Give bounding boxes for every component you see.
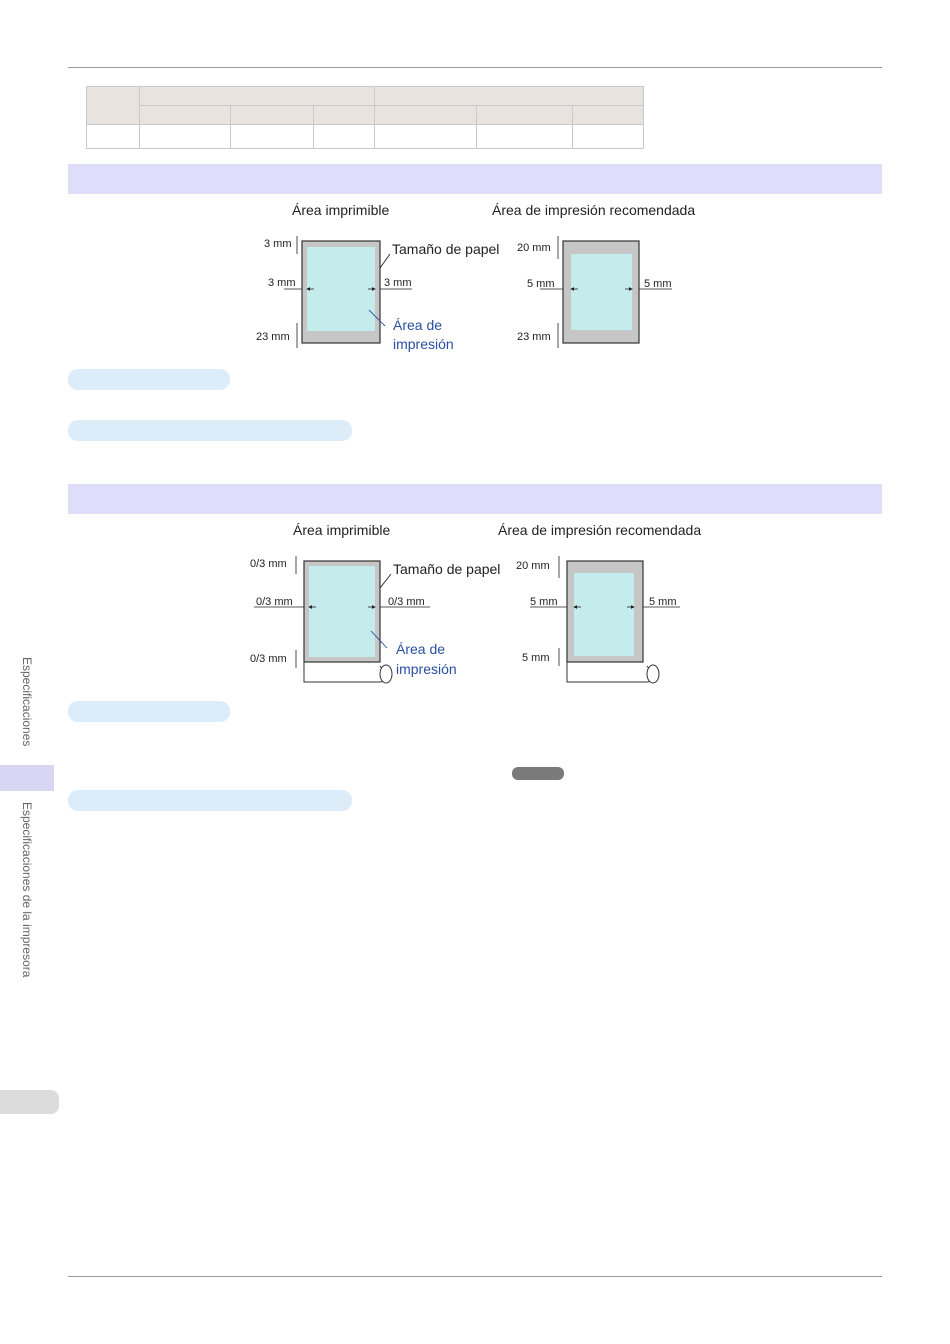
margin-bottom-label: 0/3 mm <box>250 653 287 665</box>
margin-right-label: 5 mm <box>649 596 677 608</box>
print-area <box>309 566 375 657</box>
footer-rule <box>68 1276 882 1277</box>
table-cell <box>374 124 477 149</box>
margin-bottom-label: 5 mm <box>522 652 550 664</box>
table-cell <box>230 124 314 149</box>
sidebar-subsection-label[interactable]: Especificaciones de la impresora <box>20 802 34 978</box>
leader-line <box>379 573 392 589</box>
margin-right-label: 3 mm <box>384 277 412 289</box>
table-subheader-cell <box>230 105 314 125</box>
table-subheader-cell <box>374 105 477 125</box>
print-area-label: Área de <box>393 317 442 333</box>
table-subheader-cell <box>572 105 644 125</box>
subheading-pill <box>68 369 230 390</box>
table-cell <box>313 124 375 149</box>
subheading-pill <box>68 701 230 722</box>
roll-core <box>379 664 393 684</box>
table-header-cell <box>86 86 140 125</box>
margin-left-label: 5 mm <box>530 596 558 608</box>
margin-left-label: 0/3 mm <box>256 596 293 608</box>
margin-bottom-label: 23 mm <box>256 331 290 343</box>
print-area-label: impresión <box>393 336 454 352</box>
header-rule <box>68 67 882 68</box>
paper-size-label: Tamaño de papel <box>393 561 500 577</box>
sidebar-section-label[interactable]: Especificaciones <box>20 657 34 747</box>
subheading-pill <box>68 420 352 441</box>
leader-line <box>368 309 386 327</box>
margin-right-label: 5 mm <box>644 278 672 290</box>
print-area <box>574 573 634 656</box>
table-subheader-cell <box>313 105 375 125</box>
print-area-label: impresión <box>396 661 457 677</box>
paper-size-label: Tamaño de papel <box>392 241 499 257</box>
print-area-label: Área de <box>396 641 445 657</box>
note-badge <box>512 767 564 780</box>
table-cell <box>86 124 140 149</box>
margin-bottom-label: 23 mm <box>517 331 551 343</box>
margin-top-label: 3 mm <box>264 238 292 250</box>
margin-top-label: 0/3 mm <box>250 558 287 570</box>
margin-left-label: 5 mm <box>527 278 555 290</box>
spec-table <box>86 86 644 149</box>
roll-core <box>646 664 660 684</box>
printable-area-title: Área imprimible <box>293 522 390 538</box>
recommended-area-title: Área de impresión recomendada <box>492 202 695 218</box>
table-cell <box>139 124 231 149</box>
margin-right-label: 0/3 mm <box>388 596 425 608</box>
section-heading-band <box>68 164 882 194</box>
print-area <box>571 254 632 330</box>
recommended-area-title: Área de impresión recomendada <box>498 522 701 538</box>
roll-curl <box>303 662 387 683</box>
sidebar-page-tab <box>0 1090 59 1114</box>
table-header-group-2 <box>374 86 644 106</box>
leader-line <box>379 253 391 269</box>
table-cell <box>476 124 573 149</box>
table-header-group-1 <box>139 86 375 106</box>
roll-curl <box>566 662 654 683</box>
margin-top-label: 20 mm <box>516 560 550 572</box>
printable-area-figure: Área imprimible Área de impresión recome… <box>256 202 695 352</box>
table-subheader-cell <box>476 105 573 125</box>
margin-top-label: 20 mm <box>517 242 551 254</box>
roll-printable-area-figure: Área imprimible Área de impresión recome… <box>250 522 701 684</box>
table-subheader-cell <box>139 105 231 125</box>
leader-line <box>370 630 388 649</box>
margin-left-label: 3 mm <box>268 277 296 289</box>
section-heading-band <box>68 484 882 514</box>
print-area <box>307 247 375 331</box>
table-cell <box>572 124 644 149</box>
subheading-pill <box>68 790 352 811</box>
printable-area-title: Área imprimible <box>292 202 389 218</box>
sidebar-active-tab <box>0 765 54 791</box>
